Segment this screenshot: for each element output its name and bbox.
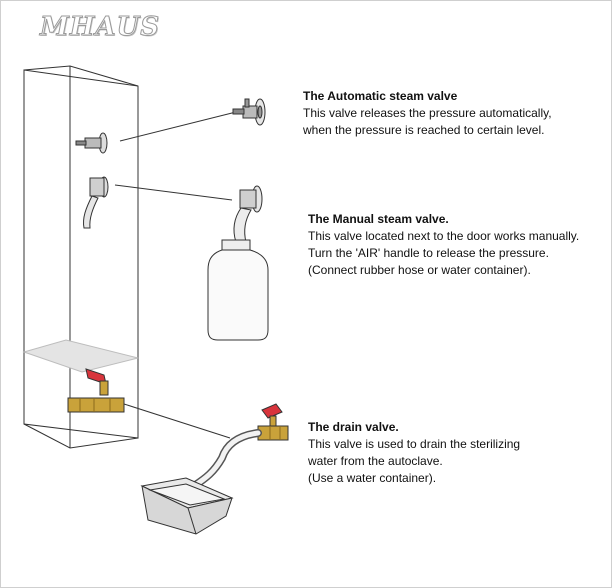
leader-lines <box>114 111 237 439</box>
automatic-valve-desc-line: when the pressure is reached to certain … <box>303 123 545 137</box>
manual-valve-title: The Manual steam valve. <box>308 212 449 226</box>
automatic-valve-callout: The Automatic steam valve This valve rel… <box>303 88 552 139</box>
water-bottle-icon <box>207 239 269 341</box>
drain-valve-desc-line: This valve is used to drain the steriliz… <box>308 437 521 451</box>
manual-valve-detail-icon <box>233 185 263 243</box>
automatic-valve-on-chamber-icon <box>75 132 108 154</box>
manual-valve-desc-line: (Connect rubber hose or water container)… <box>308 263 531 277</box>
water-level-plane <box>22 339 139 373</box>
manual-valve-desc-line: This valve located next to the door work… <box>308 229 580 243</box>
automatic-valve-desc-line: This valve releases the pressure automat… <box>303 106 552 120</box>
drain-valve-desc-line: (Use a water container). <box>308 471 437 485</box>
drain-valve-desc-line: water from the autoclave. <box>308 454 443 468</box>
drain-valve-on-chamber-icon <box>67 368 125 413</box>
autoclave-chamber <box>23 65 139 449</box>
manual-valve-on-chamber-icon <box>83 176 109 229</box>
manual-valve-callout: The Manual steam valve. This valve locat… <box>308 211 579 279</box>
automatic-valve-title: The Automatic steam valve <box>303 89 458 103</box>
drain-valve-detail-icon <box>257 403 289 441</box>
water-tray-icon <box>140 477 234 535</box>
drain-valve-title: The drain valve. <box>308 420 399 434</box>
brand-logo: MHAUS <box>40 12 160 43</box>
manual-valve-desc-line: Turn the 'AIR' handle to release the pre… <box>308 246 549 260</box>
automatic-valve-detail-icon <box>232 98 266 126</box>
drain-valve-callout: The drain valve. This valve is used to d… <box>308 419 520 487</box>
